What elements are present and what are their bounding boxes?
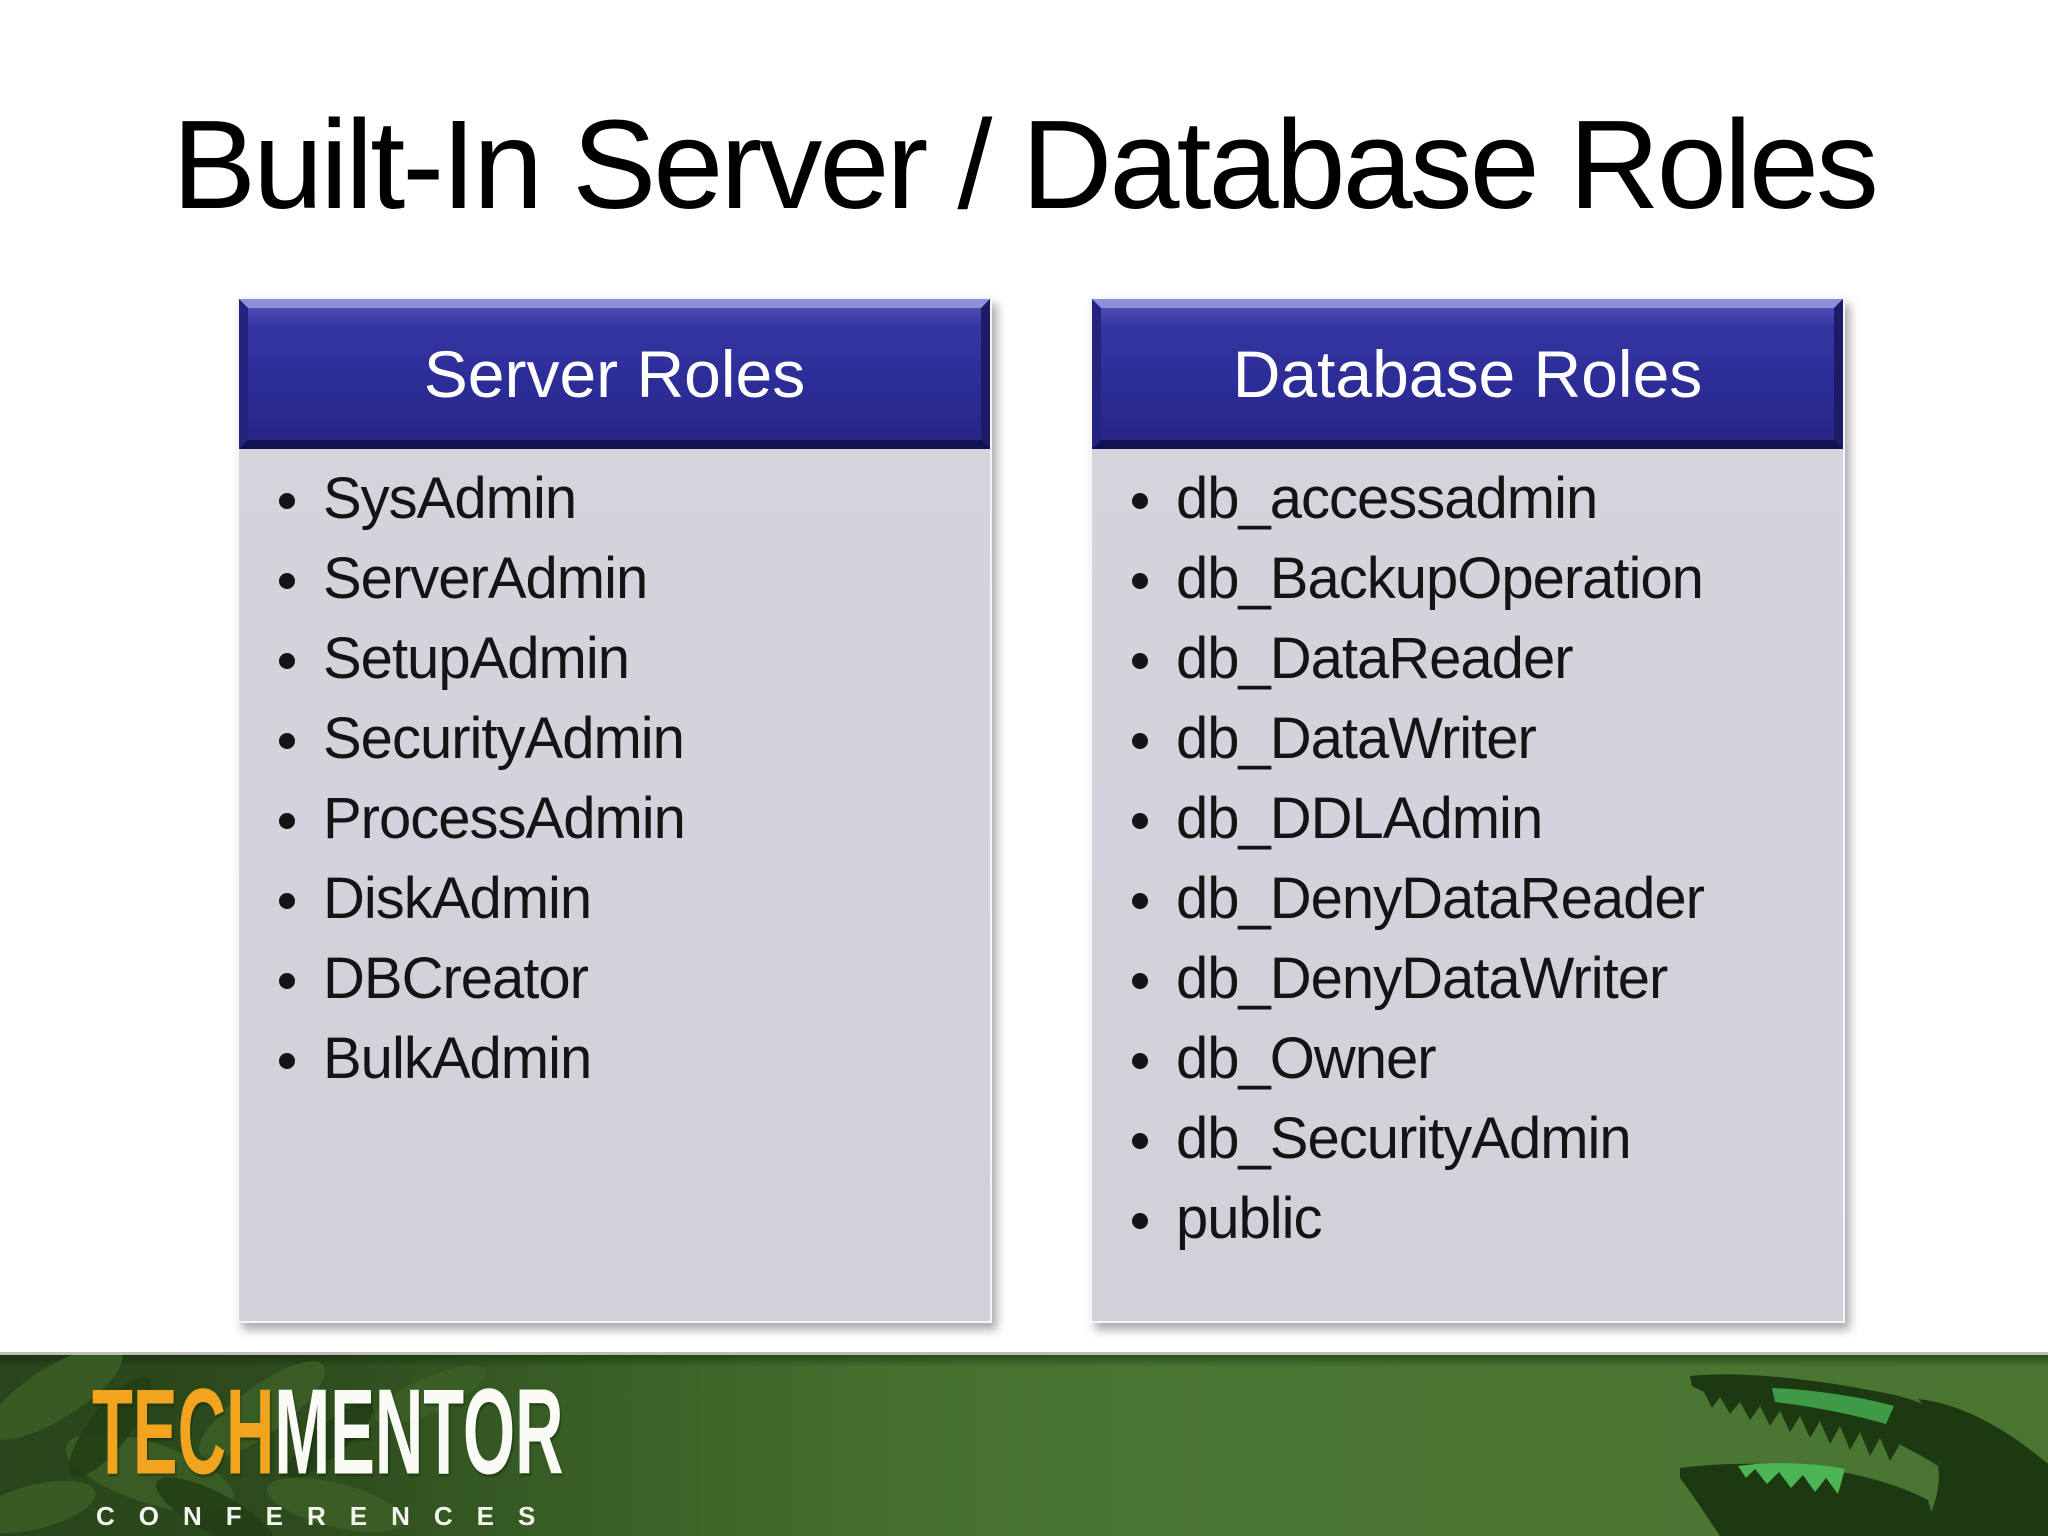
list-item-label: SecurityAdmin [323, 706, 685, 771]
server-roles-panel: Server Roles SysAdmin ServerAdmin SetupA… [237, 297, 992, 1323]
alligator-icon [1680, 1374, 2048, 1536]
list-item-label: public [1176, 1186, 1323, 1251]
list-item-label: ProcessAdmin [323, 786, 686, 851]
bullet-dot-icon [1132, 973, 1148, 989]
list-item-label: SysAdmin [323, 466, 577, 531]
list-item-label: DiskAdmin [323, 866, 592, 931]
list-item: DiskAdmin [279, 865, 980, 945]
list-item-label: BulkAdmin [323, 1026, 592, 1091]
list-item-label: db_DenyDataReader [1176, 866, 1705, 931]
list-item: db_Owner [1132, 1025, 1833, 1105]
list-item-label: db_DataReader [1176, 626, 1574, 691]
list-item: db_BackupOperation [1132, 545, 1833, 625]
list-item: ProcessAdmin [279, 785, 980, 865]
list-item: DBCreator [279, 945, 980, 1025]
list-item: db_accessadmin [1132, 465, 1833, 545]
list-item-label: db_SecurityAdmin [1176, 1106, 1632, 1171]
brand-tech-text: TECH [92, 1363, 275, 1501]
bullet-dot-icon [1132, 1053, 1148, 1069]
list-item-label: ServerAdmin [323, 546, 648, 611]
brand-mentor-text: MENTOR [274, 1363, 564, 1501]
database-roles-list: db_accessadmin db_BackupOperation db_Dat… [1092, 449, 1843, 1265]
list-item-label: db_DenyDataWriter [1176, 946, 1668, 1011]
techmentor-wordmark: TECHMENTOR [92, 1371, 563, 1493]
techmentor-logo: TECHMENTOR CONFERENCES [92, 1371, 796, 1531]
bullet-dot-icon [279, 973, 295, 989]
conference-banner: TECHMENTOR CONFERENCES [0, 1352, 2048, 1536]
list-item-label: db_accessadmin [1176, 466, 1598, 531]
list-item: SysAdmin [279, 465, 980, 545]
list-item: db_DataWriter [1132, 705, 1833, 785]
bullet-dot-icon [1132, 493, 1148, 509]
bullet-dot-icon [1132, 733, 1148, 749]
list-item: db_DDLAdmin [1132, 785, 1833, 865]
leaf-silhouettes-icon [0, 1355, 486, 1536]
list-item: SecurityAdmin [279, 705, 980, 785]
bullet-dot-icon [279, 893, 295, 909]
list-item: ServerAdmin [279, 545, 980, 625]
list-item-label: db_Owner [1176, 1026, 1437, 1091]
database-roles-header-label: Database Roles [1232, 337, 1703, 411]
list-item: db_SecurityAdmin [1132, 1105, 1833, 1185]
bullet-dot-icon [1132, 573, 1148, 589]
server-roles-list: SysAdmin ServerAdmin SetupAdmin Security… [239, 449, 990, 1105]
bullet-dot-icon [1132, 653, 1148, 669]
list-item: db_DenyDataWriter [1132, 945, 1833, 1025]
list-item: SetupAdmin [279, 625, 980, 705]
database-roles-header: Database Roles [1092, 299, 1843, 449]
list-item: db_DenyDataReader [1132, 865, 1833, 945]
bullet-dot-icon [279, 1053, 295, 1069]
bullet-dot-icon [1132, 893, 1148, 909]
list-item: db_DataReader [1132, 625, 1833, 705]
brand-conferences-text: CONFERENCES [96, 1501, 560, 1531]
list-item-label: DBCreator [323, 946, 589, 1011]
list-item: BulkAdmin [279, 1025, 980, 1105]
list-item-label: db_BackupOperation [1176, 546, 1704, 611]
bullet-dot-icon [1132, 1133, 1148, 1149]
list-item-label: db_DataWriter [1176, 706, 1537, 771]
bullet-dot-icon [279, 573, 295, 589]
list-item-label: db_DDLAdmin [1176, 786, 1543, 851]
server-roles-header-label: Server Roles [423, 337, 806, 411]
bullet-dot-icon [279, 733, 295, 749]
bullet-dot-icon [1132, 1213, 1148, 1229]
database-roles-panel: Database Roles db_accessadmin db_BackupO… [1090, 297, 1845, 1323]
bullet-dot-icon [279, 813, 295, 829]
bullet-dot-icon [1132, 813, 1148, 829]
bullet-dot-icon [279, 493, 295, 509]
page-title: Built-In Server / Database Roles [172, 94, 1879, 235]
server-roles-header: Server Roles [239, 299, 990, 449]
list-item: public [1132, 1185, 1833, 1265]
bullet-dot-icon [279, 653, 295, 669]
list-item-label: SetupAdmin [323, 626, 630, 691]
